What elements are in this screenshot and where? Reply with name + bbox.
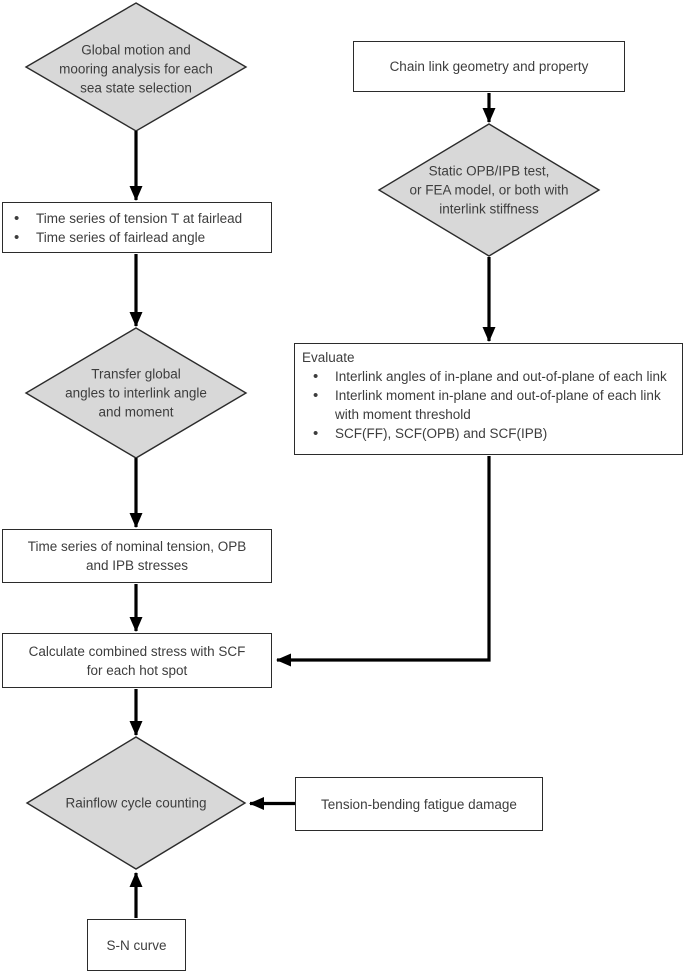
list-item: SCF(FF), SCF(OPB) and SCF(IPB) [302,424,674,443]
tension-bending-box: Tension-bending fatigue damage [295,777,543,831]
transfer-global-line-3: and moment [98,404,174,420]
list-item: Time series of fairlead angle [3,228,267,247]
sn-curve-text: S-N curve [106,937,167,953]
nominal-tension-line-2: and IPB stresses [85,558,189,573]
static-test-line-3: interlink stiffness [439,201,539,217]
list-item: Interlink angles of in-plane and out-of-… [302,367,674,386]
rainflow-label-text: Rainflow cycle counting [65,795,207,811]
global-motion-line-2: mooring analysis for each [59,61,213,77]
list-item: Interlink moment in-plane and out-of-pla… [302,386,674,424]
static-test-line-2: or FEA model, or both with [409,182,569,198]
chain-link-text: Chain link geometry and property [389,59,589,74]
static-test-line-1: Static OPB/IPB test, [428,163,550,179]
tension-bending-text: Tension-bending fatigue damage [321,796,517,812]
sn-curve-box: S-N curve [87,919,186,971]
time-series-fairlead-box: Time series of tension T at fairlead Tim… [2,202,272,253]
arrow-evaluate-to-combined [276,456,491,667]
list-item-text: SCF(FF), SCF(OPB) and SCF(IPB) [335,426,548,441]
transfer-global-line-2: angles to interlink angle [65,385,207,401]
global-motion-line-1: Global motion and [81,42,191,58]
rainflow-diamond-label: Rainflow cycle counting [41,794,231,813]
nominal-tension-box: Time series of nominal tension, OPB and … [2,529,272,583]
global-motion-line-3: sea state selection [80,80,192,96]
combined-stress-line-2: for each hot spot [86,662,188,678]
combined-stress-line-1: Calculate combined stress with SCF [28,643,246,659]
time-series-fairlead-list: Time series of tension T at fairlead Tim… [3,209,267,247]
rainflow-diamond-shape [25,736,247,870]
chain-link-box: Chain link geometry and property [353,41,625,92]
static-test-diamond-label: Static OPB/IPB test, or FEA model, or bo… [389,162,589,219]
list-item-text: Interlink moment in-plane and out-of-pla… [335,388,661,422]
static-test-diamond-shape [377,123,601,257]
nominal-tension-line-1: Time series of nominal tension, OPB [27,539,247,554]
global-motion-diamond-label: Global motion and mooring analysis for e… [44,41,229,98]
evaluate-list: Interlink angles of in-plane and out-of-… [302,367,674,443]
combined-stress-box: Calculate combined stress with SCF for e… [2,633,272,688]
evaluate-box: Evaluate Interlink angles of in-plane an… [294,343,683,455]
list-item: Time series of tension T at fairlead [3,209,267,228]
evaluate-title: Evaluate [302,350,355,365]
transfer-global-diamond-label: Transfer global angles to interlink angl… [41,365,231,422]
transfer-global-line-1: Transfer global [91,366,181,382]
list-item-text: Time series of fairlead angle [36,230,206,245]
list-item-text: Interlink angles of in-plane and out-of-… [335,369,667,384]
list-item-text: Time series of tension T at fairlead [36,211,243,226]
